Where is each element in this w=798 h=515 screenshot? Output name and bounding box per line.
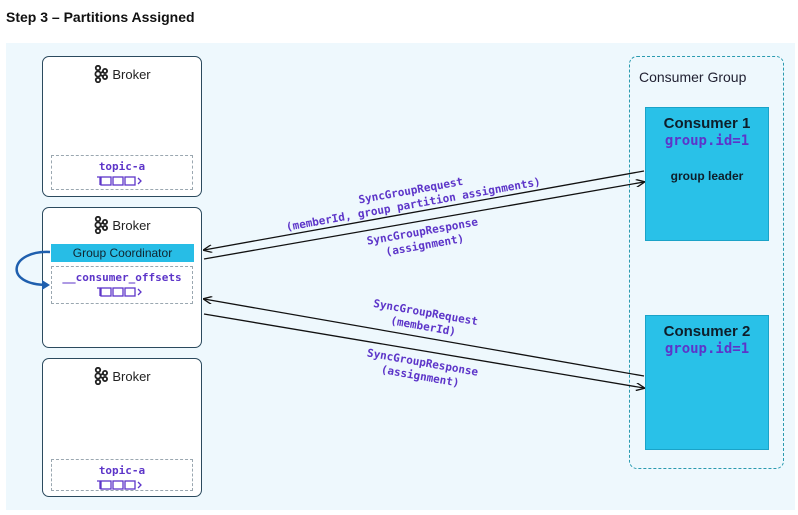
consumer-offsets-partition-box: __consumer_offsets (51, 266, 193, 304)
broker-2: Broker __consumer_offsets (42, 207, 202, 348)
consumer-1: Consumer 1 group.id=1 group leader (645, 107, 769, 241)
broker-label: Broker (112, 368, 151, 384)
consumer-group-id: group.id=1 (664, 341, 750, 357)
broker-3: Broker topic-a (42, 358, 202, 497)
sync-response-arrow-c1 (203, 182, 644, 260)
broker-1: Broker topic-a (42, 56, 202, 197)
consumer-group-label: Consumer Group (639, 69, 747, 85)
page-title: Step 3 – Partitions Assigned (6, 9, 195, 25)
kafka-logo-icon (94, 367, 109, 385)
topic-partition-box: topic-a (51, 459, 193, 491)
consumer-role: group leader (670, 169, 744, 183)
broker-header: Broker (43, 65, 201, 83)
broker-label: Broker (112, 217, 151, 233)
c2-response-label: SyncGroupResponse (assignment) (366, 346, 480, 389)
broker-header: Broker (43, 367, 201, 385)
self-loop-arrow-icon (15, 250, 51, 290)
topic-name: topic-a (98, 464, 146, 477)
topic-name: topic-a (98, 160, 146, 173)
sync-response-arrow-c2 (203, 313, 644, 388)
consumer-2: Consumer 2 group.id=1 (645, 315, 769, 450)
broker-header: Broker (43, 216, 201, 234)
broker-label: Broker (112, 66, 151, 82)
topic-partition-box: topic-a (51, 155, 193, 190)
kafka-logo-icon (94, 65, 109, 83)
partition-queue-icon (97, 176, 142, 186)
sync-request-arrow-c1 (204, 170, 645, 250)
c2-request-label: SyncGroupRequest (memberId) (372, 297, 479, 339)
topic-name: __consumer_offsets (62, 271, 182, 284)
consumer-group: Consumer Group (629, 56, 784, 469)
consumer-name: Consumer 2 (663, 323, 751, 340)
consumer-group-id: group.id=1 (664, 133, 750, 149)
c1-response-label: SyncGroupResponse (assignment) (366, 215, 480, 258)
partition-queue-icon (97, 287, 142, 297)
partition-queue-icon (97, 480, 142, 490)
kafka-logo-icon (94, 216, 109, 234)
group-coordinator: Group Coordinator (51, 244, 194, 262)
consumer-name: Consumer 1 (663, 115, 751, 132)
sync-request-arrow-c2 (204, 299, 645, 377)
